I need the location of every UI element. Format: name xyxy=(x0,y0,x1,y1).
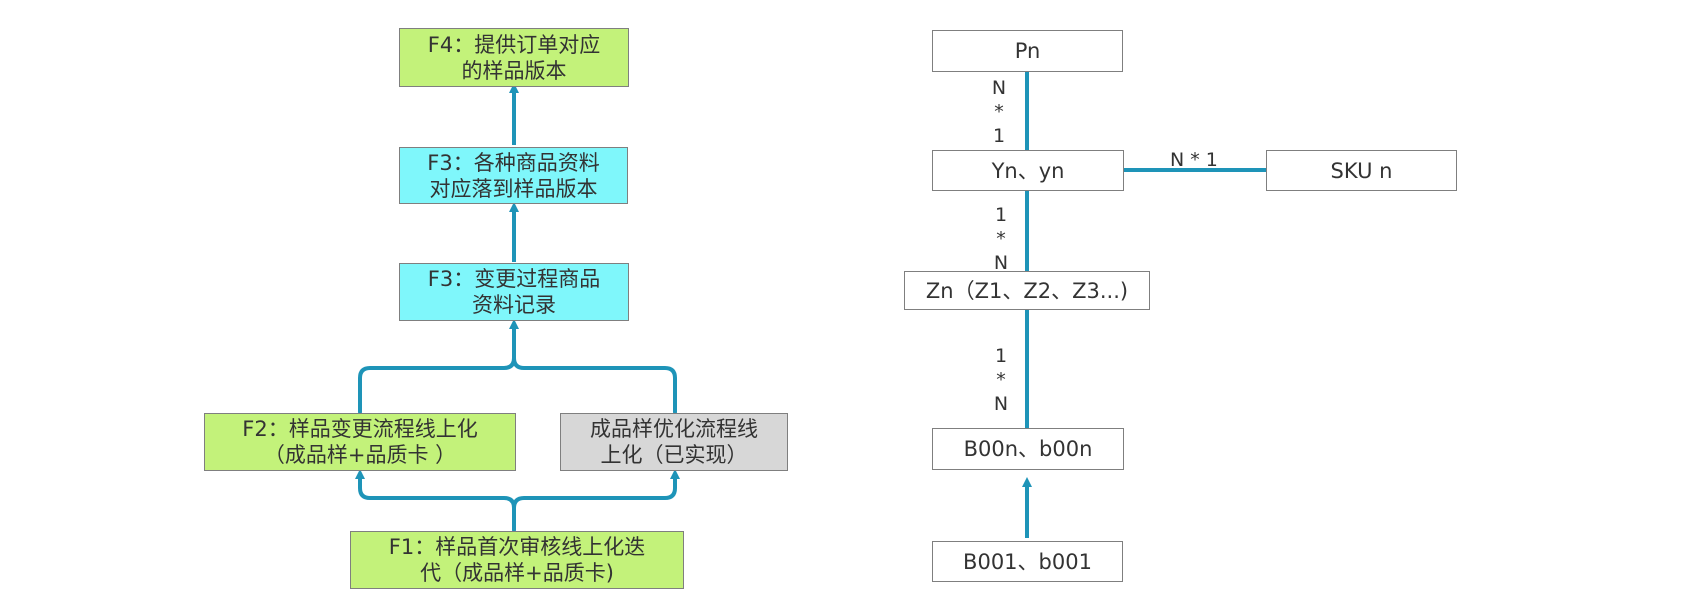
entity-zn: Zn（Z1、Z2、Z3...) xyxy=(904,271,1150,310)
relation-label-pn-yn: N * 1 xyxy=(991,77,1007,147)
box-f4: F4：提供订单对应 的样品版本 xyxy=(399,28,629,87)
box-f1: F1：样品首次审核线上化迭 代（成品样+品质卡) xyxy=(350,531,684,589)
entity-pn: Pn xyxy=(932,30,1123,72)
entity-yn: Yn、yn xyxy=(932,150,1124,191)
box-f3-change-record: F3：变更过程商品 资料记录 xyxy=(399,263,629,321)
merge-f2-done-to-f3b xyxy=(358,322,677,414)
entity-sku: SKU n xyxy=(1266,150,1457,191)
box-f3-mapping: F3：各种商品资料 对应落到样品版本 xyxy=(399,147,628,204)
split-f1-to-f2-done xyxy=(358,478,677,532)
entity-b00n: B00n、b00n xyxy=(932,428,1124,470)
box-f2: F2：样品变更流程线上化 （成品样+品质卡 ） xyxy=(204,413,516,471)
relation-label-zn-b00n: 1 * N xyxy=(993,345,1009,415)
box-done-optimization: 成品样优化流程线 上化（已实现） xyxy=(560,413,788,471)
entity-b001: B001、b001 xyxy=(932,541,1123,582)
relation-label-yn-zn: 1 * N xyxy=(993,204,1009,274)
relation-label-yn-sku: N * 1 xyxy=(1170,149,1218,171)
